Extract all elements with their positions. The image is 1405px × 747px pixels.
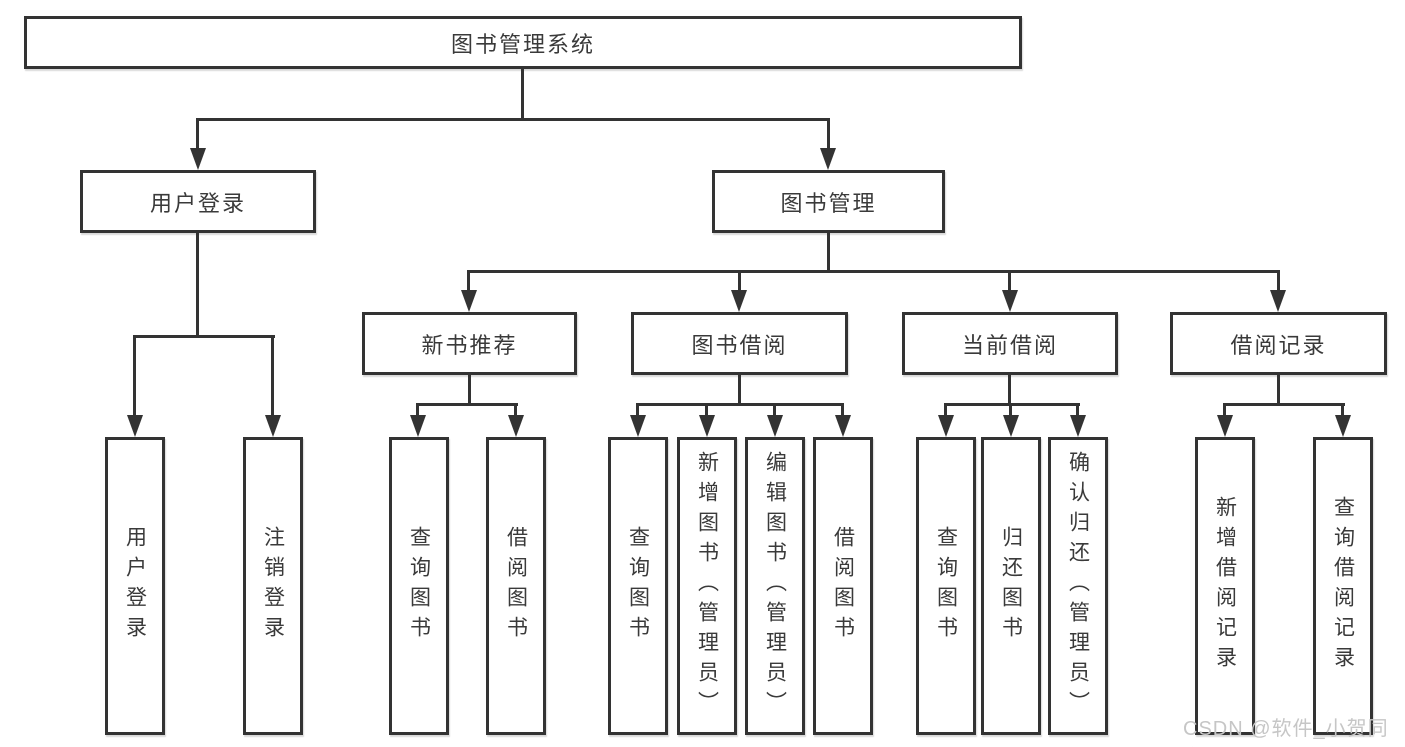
leaf-edit-book-admin: 编辑图书（管理员） (745, 437, 805, 735)
node-borrowing-records: 借阅记录 (1170, 312, 1387, 375)
node-label: 用户登录 (149, 190, 246, 216)
arrowhead (265, 415, 281, 437)
node-label: 图书管理系统 (450, 31, 595, 57)
node-user-login: 用户登录 (80, 170, 316, 233)
connector-line (416, 403, 518, 406)
node-new-book-recommendation: 新书推荐 (362, 312, 577, 375)
arrowhead (1070, 415, 1086, 437)
leaf-search-borrow-record: 查询借阅记录 (1313, 437, 1373, 735)
leaf-label: 归还图书 (999, 526, 1023, 646)
connector-line (521, 69, 524, 121)
leaf-logout: 注销登录 (243, 437, 303, 735)
leaf-label: 新增图书（管理员） (695, 451, 719, 721)
leaf-add-book-admin: 新增图书（管理员） (677, 437, 737, 735)
connector-line (1223, 403, 1345, 406)
connector-line (1277, 270, 1280, 292)
arrowhead (1270, 290, 1286, 312)
arrowhead (835, 415, 851, 437)
arrowhead (767, 415, 783, 437)
arrowhead (731, 290, 747, 312)
connector-line (738, 375, 741, 406)
leaf-search-books-current: 查询图书 (916, 437, 976, 735)
arrowhead (127, 415, 143, 437)
leaf-user-login: 用户登录 (105, 437, 165, 735)
connector-line (738, 270, 741, 292)
node-label: 当前借阅 (961, 332, 1058, 358)
node-book-borrowing: 图书借阅 (631, 312, 848, 375)
arrowhead (190, 148, 206, 170)
leaf-return-books: 归还图书 (981, 437, 1041, 735)
leaf-search-books-borrowing: 查询图书 (608, 437, 668, 735)
connector-line (841, 403, 844, 417)
leaf-label: 查询图书 (407, 526, 431, 646)
node-book-management: 图书管理 (712, 170, 945, 233)
connector-line (133, 335, 275, 338)
arrowhead (820, 148, 836, 170)
connector-line (1341, 403, 1344, 417)
arrowhead (410, 415, 426, 437)
connector-line (1008, 375, 1011, 406)
connector-line (416, 403, 419, 417)
leaf-label: 用户登录 (123, 526, 147, 646)
connector-line (827, 118, 830, 150)
connector-line (196, 118, 199, 150)
leaf-label: 注销登录 (261, 526, 285, 646)
arrowhead (508, 415, 524, 437)
leaf-label: 借阅图书 (504, 526, 528, 646)
arrowhead (1003, 415, 1019, 437)
connector-line (944, 403, 1080, 406)
leaf-label: 编辑图书（管理员） (763, 451, 787, 721)
leaf-label: 借阅图书 (831, 526, 855, 646)
node-current-borrowing: 当前借阅 (902, 312, 1118, 375)
connector-line (271, 335, 274, 417)
leaf-borrow-books-recommend: 借阅图书 (486, 437, 546, 735)
leaf-add-borrow-record: 新增借阅记录 (1195, 437, 1255, 735)
leaf-label: 查询图书 (934, 526, 958, 646)
connector-line (133, 335, 136, 417)
leaf-label: 查询图书 (626, 526, 650, 646)
leaf-search-books-recommend: 查询图书 (389, 437, 449, 735)
leaf-label: 新增借阅记录 (1213, 496, 1237, 676)
connector-line (1009, 403, 1012, 417)
watermark: CSDN @软件_小贺同学 (1183, 718, 1389, 740)
connector-line (773, 403, 776, 417)
connector-line (467, 270, 1280, 273)
connector-line (514, 403, 517, 417)
arrowhead (630, 415, 646, 437)
node-label: 图书借阅 (691, 332, 788, 358)
arrowhead (1002, 290, 1018, 312)
connector-line (1076, 403, 1079, 417)
node-label: 新书推荐 (421, 332, 518, 358)
arrowhead (1217, 415, 1233, 437)
connector-line (467, 270, 470, 292)
connector-line (636, 403, 844, 406)
connector-line (827, 233, 830, 273)
node-library-management-system: 图书管理系统 (24, 16, 1022, 69)
arrowhead (1335, 415, 1351, 437)
connector-line (1008, 270, 1011, 292)
connector-line (196, 118, 830, 121)
connector-line (705, 403, 708, 417)
arrowhead (699, 415, 715, 437)
arrowhead (938, 415, 954, 437)
connector-line (944, 403, 947, 417)
connector-line (196, 233, 199, 338)
arrowhead (461, 290, 477, 312)
leaf-label: 查询借阅记录 (1331, 496, 1355, 676)
connector-line (1277, 375, 1280, 406)
leaf-label: 确认归还（管理员） (1066, 451, 1090, 721)
connector-line (468, 375, 471, 406)
node-label: 图书管理 (780, 190, 877, 216)
leaf-confirm-return-admin: 确认归还（管理员） (1048, 437, 1108, 735)
connector-line (1223, 403, 1226, 417)
leaf-borrow-books-borrowing: 借阅图书 (813, 437, 873, 735)
connector-line (636, 403, 639, 417)
node-label: 借阅记录 (1230, 332, 1327, 358)
